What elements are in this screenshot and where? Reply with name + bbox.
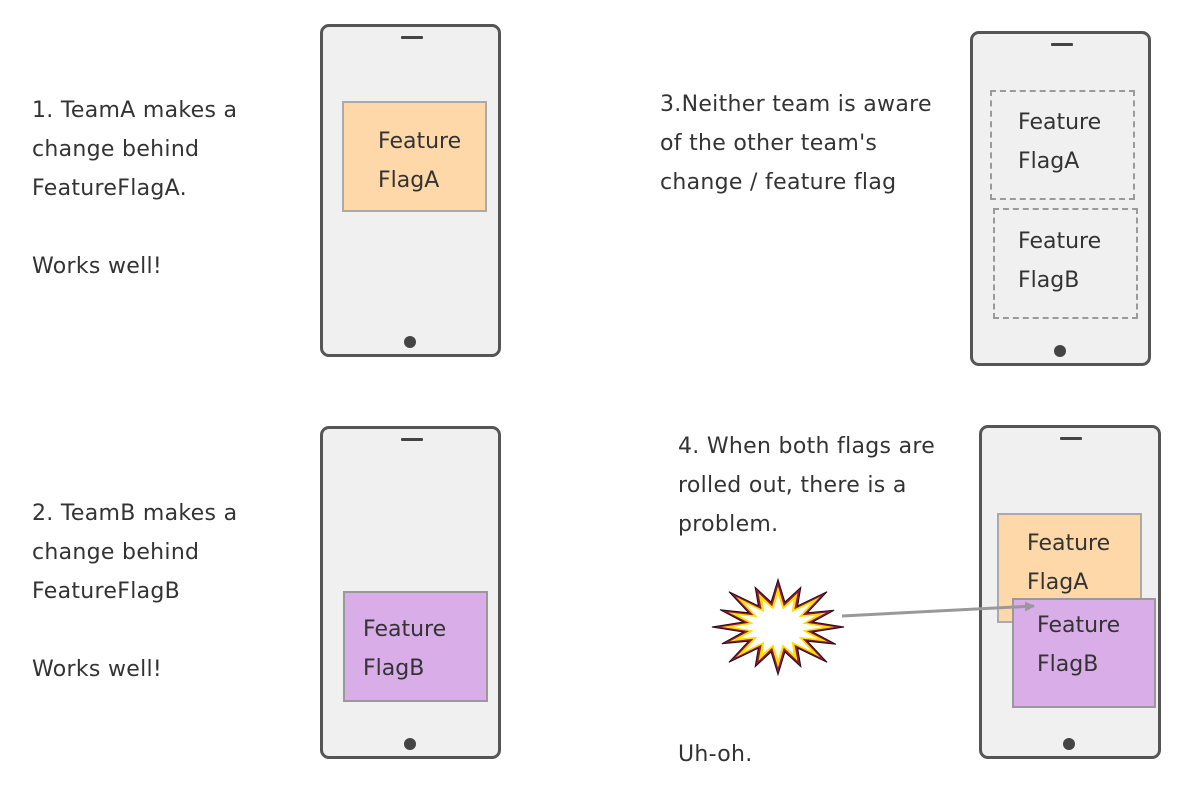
feature-flag-b-box: Feature FlagB (1012, 598, 1156, 708)
caption-line: 1. TeamA makes a (32, 98, 238, 123)
flag-label: FlagA (1018, 149, 1080, 174)
caption-line: FeatureFlagB (32, 579, 181, 604)
panel-4-footer: Uh-oh. (678, 742, 753, 767)
flag-label: Feature (1027, 531, 1111, 556)
caption-line: change / feature flag (660, 170, 897, 195)
caption-line: 4. When both flags are (678, 434, 936, 459)
caption-line: problem. (678, 512, 779, 537)
feature-flag-b-dashed-box: Feature FlagB (993, 208, 1138, 319)
flag-label: Feature (378, 129, 462, 154)
caption-line: change behind (32, 137, 200, 162)
phone-speaker (1060, 437, 1082, 440)
phone-home-button (404, 738, 416, 750)
caption-line: of the other team's (660, 131, 878, 156)
panel-4-caption: 4. When both flags are rolled out, there… (678, 427, 935, 544)
caption-line: 2. TeamB makes a (32, 501, 238, 526)
phone-home-button (404, 336, 416, 348)
arrow-icon (841, 601, 1035, 618)
flag-label: FlagA (1027, 570, 1089, 595)
flag-label: FlagB (1018, 268, 1080, 293)
caption-line: rolled out, there is a (678, 473, 907, 498)
phone-speaker (401, 438, 423, 441)
phone-home-button (1054, 345, 1066, 357)
feature-flag-a-dashed-box: Feature FlagA (990, 90, 1135, 200)
flag-label: Feature (1018, 110, 1102, 135)
caption-line: change behind (32, 540, 200, 565)
caption-line: Works well! (32, 657, 163, 682)
panel-1-caption: 1. TeamA makes a change behind FeatureFl… (32, 91, 237, 286)
flag-label: FlagB (1037, 652, 1099, 677)
flag-label: Feature (363, 617, 447, 642)
panel-3-caption: 3.Neither team is aware of the other tea… (660, 85, 932, 202)
flag-label: FlagB (363, 656, 425, 681)
phone-speaker (401, 36, 423, 39)
caption-line: 3.Neither team is aware (660, 92, 932, 117)
flag-label: Feature (1037, 613, 1121, 638)
feature-flag-b-box: Feature FlagB (343, 591, 488, 702)
phone-speaker (1051, 43, 1073, 46)
feature-flag-a-box: Feature FlagA (342, 101, 487, 212)
panel-2-caption: 2. TeamB makes a change behind FeatureFl… (32, 494, 237, 689)
phone-home-button (1063, 738, 1075, 750)
explosion-icon (711, 577, 845, 677)
flag-label: FlagA (378, 168, 440, 193)
caption-line: FeatureFlagA. (32, 176, 187, 201)
flag-label: Feature (1018, 229, 1102, 254)
caption-line: Works well! (32, 254, 163, 279)
